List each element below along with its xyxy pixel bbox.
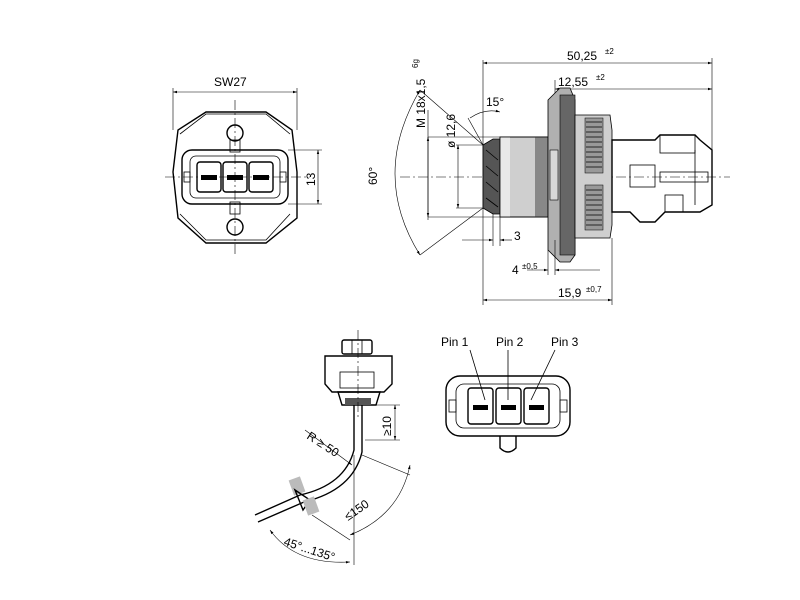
thread-spec-label: M 18x1,5 [414,78,428,128]
cable-connector-cap [341,339,373,355]
diameter-label: ø 12,6 [444,114,458,148]
front-view: SW27 13 [165,75,322,255]
pin-3-contact [529,405,544,410]
side-view: 50,25 ±2 12,55 ±2 [366,47,730,305]
cable-view: ≥10 R ≥ 50 ≤150 45°...135° [254,330,411,565]
overall-length-tol: ±2 [605,47,614,56]
pin-3-label: Pin 3 [551,335,579,349]
connector-height-label: 13 [304,172,318,186]
thread-tol: 6g [411,59,420,68]
body-length-label: 15,9 [558,286,582,300]
pin-2-label: Pin 2 [496,335,524,349]
bend-angle-label: 45°...135° [282,535,337,565]
cable-path [254,405,355,516]
seal-offset-label: 4 [512,263,519,277]
connector-length-tol: ±2 [596,73,605,82]
overall-length-label: 50,25 [567,49,597,63]
step-label: 3 [514,229,521,243]
min-straight-label: ≥10 [380,416,394,436]
top-tab [226,124,244,142]
pinout-connector [445,375,571,437]
thread-tip [482,138,501,215]
bottom-tab [226,218,244,236]
pin-1-label: Pin 1 [441,335,469,349]
pin-1-contact [473,405,488,410]
cable-length-label: ≤150 [342,497,372,524]
cable-connector-body [324,355,393,393]
hex-body [172,111,298,244]
body-length-tol: ±0,7 [586,285,602,294]
connector-plug [611,134,713,223]
seal-offset-tol: ±0,5 [522,262,538,271]
swivel-angle-label: 60° [366,167,380,185]
pin-2-contact [501,405,516,410]
wrench-size-label: SW27 [214,75,247,89]
bend-radius-label: R ≥ 50 [304,429,341,460]
pinout-view: Pin 1 Pin 2 Pin 3 [441,335,579,453]
front-connector [181,149,289,205]
chamfer-angle-label: 15° [486,95,504,109]
connector-length-label: 12,55 [558,75,588,89]
